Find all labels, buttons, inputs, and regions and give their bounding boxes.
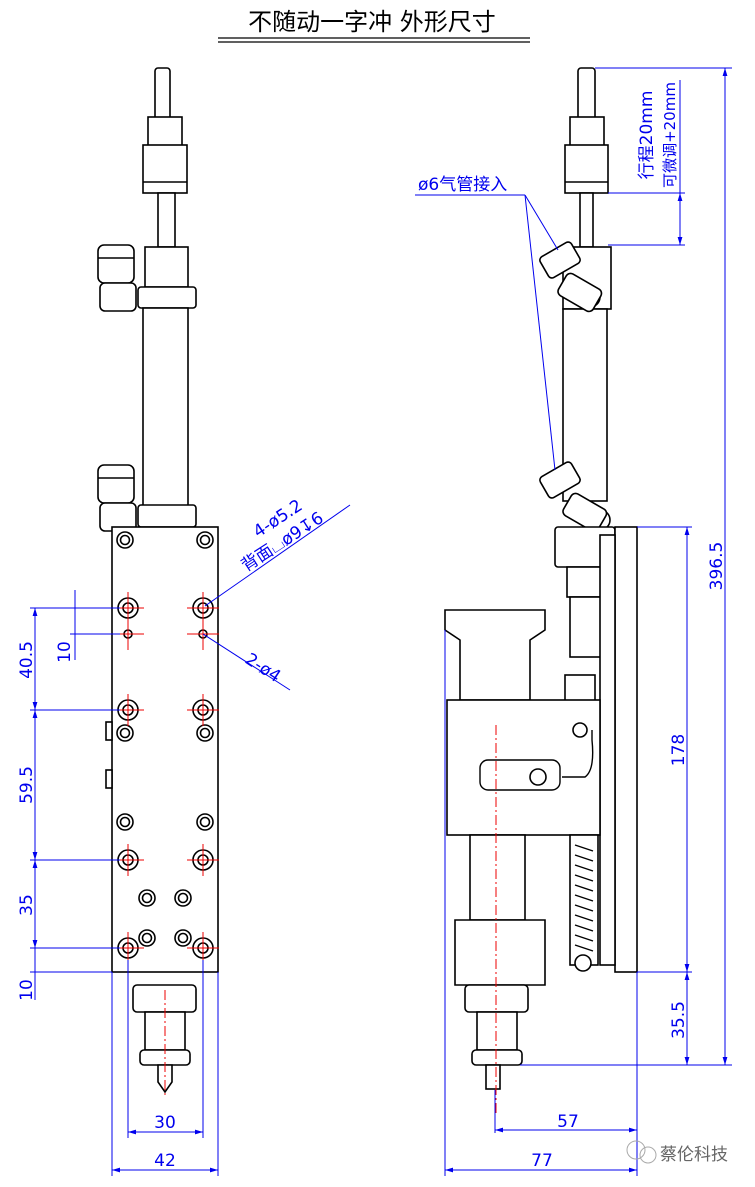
drawing-title: 不随动一字冲 外形尺寸 <box>248 8 496 36</box>
dim-178: 178 <box>669 734 689 766</box>
mounting-hole-inner <box>119 816 131 828</box>
collet <box>464 984 529 1090</box>
air-fitting-bottom <box>97 464 137 532</box>
lower-block <box>454 919 546 986</box>
mounting-hole-inner <box>177 932 189 944</box>
dim-35: 35 <box>17 894 37 916</box>
mounting-hole-inner <box>119 534 131 546</box>
plate-holes <box>112 531 219 964</box>
main-block <box>446 699 601 836</box>
stroke-stop-body <box>142 144 188 194</box>
lock-nut <box>147 116 183 148</box>
dim-10-bottom: 10 <box>17 979 37 1001</box>
bottom-ring <box>137 504 197 528</box>
callout-stroke: 行程20mm <box>637 91 657 180</box>
mounting-plate <box>614 526 638 973</box>
mounting-hole-inner <box>199 727 211 739</box>
adjust-rod <box>577 67 596 121</box>
stroke-stop-body <box>564 144 609 194</box>
dim-42: 42 <box>154 1151 176 1171</box>
callout-2-holes: 2-ø4 <box>241 649 284 687</box>
mounting-hole-inner <box>141 892 153 904</box>
callout-fine-adjust: 可微调+20mm <box>661 82 679 188</box>
air-fitting-top <box>97 244 137 312</box>
piston-rod <box>157 192 176 248</box>
cylinder-body <box>142 307 189 507</box>
mounting-hole-inner <box>199 816 211 828</box>
dim-396-5: 396.5 <box>707 542 727 591</box>
guide-shaft <box>469 834 526 921</box>
angled-fitting-bottom <box>539 461 611 533</box>
adjust-rod <box>154 67 171 121</box>
piston-rod <box>579 192 594 248</box>
return-spring <box>569 834 599 966</box>
side-dimensions: 396.5 178 35.5 行程20mm 可微调+20mm ø6气管接入 57… <box>415 67 732 1176</box>
side-view <box>444 67 638 1115</box>
mounting-hole-inner <box>119 727 131 739</box>
mounting-hole-inner <box>141 932 153 944</box>
connector <box>569 596 605 658</box>
dim-35-5: 35.5 <box>669 1001 689 1039</box>
dim-40-5: 40.5 <box>17 641 37 679</box>
clamp-ring <box>137 286 197 309</box>
mounting-hole-inner <box>199 534 211 546</box>
mounting-hole-inner <box>177 892 189 904</box>
dim-10-hole: 10 <box>55 641 75 663</box>
callout-air-inlet: ø6气管接入 <box>418 175 507 195</box>
watermark: 蔡伦科技 <box>626 1140 728 1165</box>
watermark-text: 蔡伦科技 <box>660 1145 728 1165</box>
dim-57: 57 <box>557 1112 579 1132</box>
dim-77: 77 <box>531 1151 553 1171</box>
angled-fitting-top <box>539 241 603 313</box>
lock-nut <box>569 116 605 148</box>
upper-cup <box>444 609 546 701</box>
cylinder-head <box>144 246 189 288</box>
dim-30: 30 <box>154 1113 176 1133</box>
dim-59-5: 59.5 <box>17 766 37 804</box>
